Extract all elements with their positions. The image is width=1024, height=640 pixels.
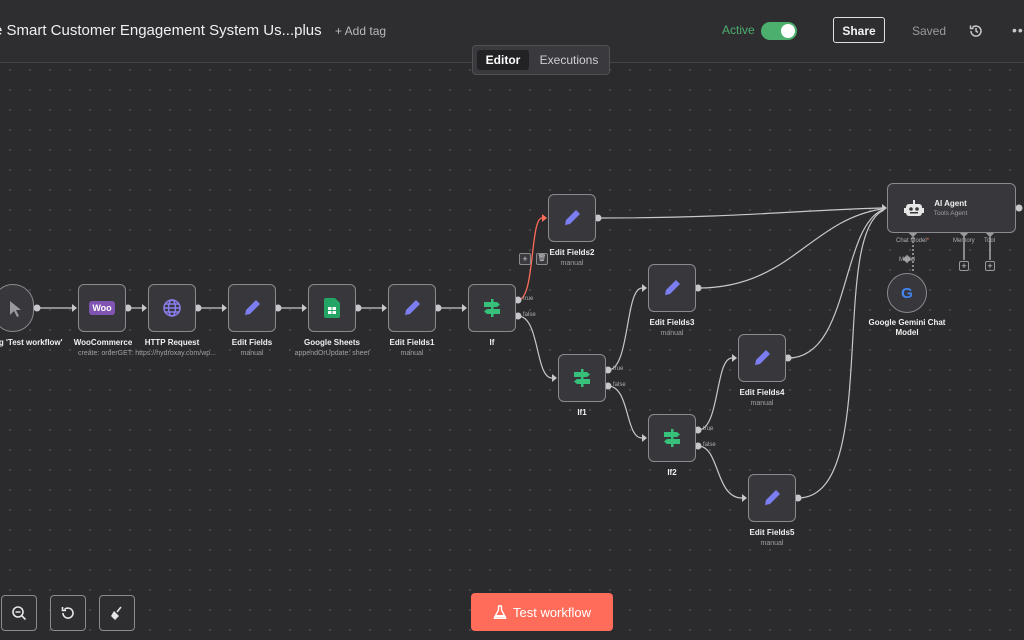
cursor-icon [6,299,26,324]
http-request-node[interactable] [148,284,196,332]
broom-icon [111,606,122,620]
node-label-edit-fields: Edit Fields [231,338,273,347]
flask-icon [493,605,507,619]
signpost-icon [559,355,605,401]
pencil-icon [649,265,695,311]
edit-fields3-node[interactable] [648,264,696,312]
reset-zoom-button[interactable] [50,595,86,631]
google-sheets-icon [309,285,355,331]
port-label-tool: Tool [984,238,996,244]
share-button[interactable]: Share [833,17,885,43]
node-label-if: If [489,338,495,347]
pencil-icon [229,285,275,331]
node-label-trigger: en clicking 'Test workflow' [0,338,63,347]
manual-trigger-node[interactable] [0,284,34,332]
port-label-if2-true: true [703,426,714,432]
port-label-if2-false: false [703,442,716,448]
tab-editor[interactable]: Editor [477,50,529,70]
node-label-if1: If1 [577,408,587,417]
node-label-if2: If2 [667,468,677,477]
robot-icon [904,200,924,223]
pencil-icon [549,195,595,241]
woocommerce-icon: Woo [79,285,125,331]
node-label-edit-fields2: Edit Fields2 [549,248,595,257]
reset-icon [61,607,74,619]
globe-icon [149,285,195,331]
node-label-woocommerce: WooCommerce [73,338,133,347]
node-sub-edit-fields: manual [240,350,264,357]
edge-delete-button[interactable]: 🗑 [536,253,548,265]
if1-node[interactable] [558,354,606,402]
woocommerce-node[interactable]: Woo [78,284,126,332]
tidy-up-button[interactable] [99,595,135,631]
pencil-icon [749,475,795,521]
gemini-chat-model-node[interactable]: G [887,273,927,313]
ai-agent-node[interactable]: AI Agent Tools Agent [887,183,1016,233]
edit-fields4-node[interactable] [738,334,786,382]
add-memory-button[interactable]: + [959,261,969,271]
node-label-http: HTTP Request [144,338,200,347]
port-label-memory: Memory [953,238,975,244]
active-toggle[interactable] [761,22,797,40]
google-icon: G [901,284,913,302]
if2-node[interactable] [648,414,696,462]
pencil-icon [389,285,435,331]
node-sub-woocommerce: create: orderGET: https://hydroxay.com/w… [78,350,216,357]
edit-fields2-node[interactable] [548,194,596,242]
port-label-if-true: true [523,296,534,302]
node-sub-edit-fields4: manual [750,400,774,407]
signpost-icon [469,285,515,331]
node-sub-sheets: appendOrUpdate: sheet [294,350,370,357]
node-label-edit-fields5: Edit Fields5 [749,528,795,537]
node-sub-edit-fields1: manual [400,350,424,357]
pencil-icon [739,335,785,381]
zoom-out-button[interactable] [1,595,37,631]
add-tool-button[interactable]: + [985,261,995,271]
port-label-chat-model: Chat Model* [896,238,930,244]
test-workflow-label: Test workflow [512,604,592,620]
view-tabs: Editor Executions [472,45,610,75]
ai-agent-sub: Tools Agent [933,210,968,217]
edge-add-button[interactable]: + [519,253,531,265]
saved-status: Saved [912,24,947,38]
edit-fields5-node[interactable] [748,474,796,522]
port-label-model: Model [899,257,916,263]
zoom-out-icon [12,606,27,621]
node-label-edit-fields1: Edit Fields1 [389,338,435,347]
active-label: Active [722,23,755,37]
edit-fields1-node[interactable] [388,284,436,332]
more-options-icon[interactable]: ••• [1012,22,1024,38]
port-label-if1-false: false [613,382,626,388]
node-label-edit-fields4: Edit Fields4 [739,388,785,397]
node-sub-edit-fields2: manual [560,260,584,267]
tab-executions[interactable]: Executions [539,53,599,67]
test-workflow-button[interactable]: Test workflow [471,593,613,631]
signpost-icon [649,415,695,461]
port-label-if1-true: true [613,366,624,372]
history-icon[interactable] [968,23,984,39]
node-label-edit-fields3: Edit Fields3 [649,318,695,327]
node-sub-edit-fields3: manual [660,330,684,337]
workflow-title[interactable]: e Smart Customer Engagement System Us...… [0,22,322,39]
node-label-gemini: Google Gemini Chat Model [868,318,946,337]
ai-agent-label: AI Agent [934,199,967,208]
if-node[interactable] [468,284,516,332]
port-label-if-false: false [523,312,536,318]
toggle-knob [781,24,795,38]
edit-fields-node[interactable] [228,284,276,332]
required-marker: * [926,238,930,244]
node-label-sheets: Google Sheets [303,338,360,347]
google-sheets-node[interactable] [308,284,356,332]
add-tag-button[interactable]: + Add tag [335,24,387,38]
node-sub-edit-fields5: manual [760,540,784,547]
